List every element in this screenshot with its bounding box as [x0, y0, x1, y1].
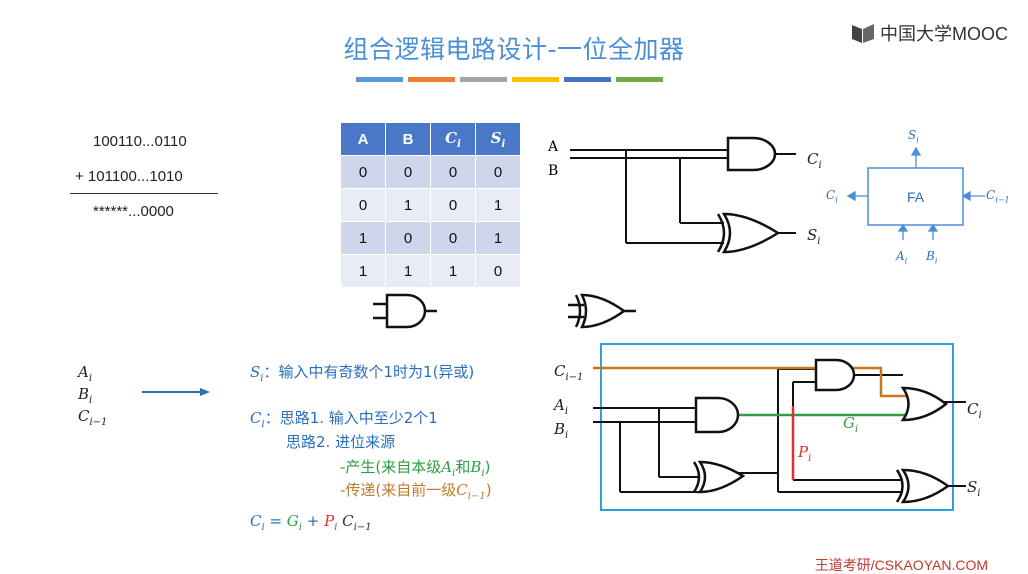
input-a-label: A	[548, 139, 559, 155]
fa-input-ci-1: Ci−1	[554, 362, 584, 383]
fa-cin-label: Ci−1	[986, 188, 1010, 205]
and-gate-1	[726, 136, 777, 172]
truth-table-header: A B Ci Si	[340, 122, 521, 156]
fa-output-ci: Ci	[967, 400, 982, 421]
color-bar	[512, 77, 559, 82]
table-cell: 0	[340, 155, 386, 189]
input-bi: Bi	[78, 385, 93, 406]
sum-rule: Si：输入中有奇数个1时为1(异或)	[250, 363, 475, 384]
and-gate-symbol	[365, 290, 440, 332]
carry-generate: -产生(来自本级Ai和Bi)	[340, 458, 491, 479]
table-cell: 0	[475, 155, 521, 189]
and-gate-gi	[694, 396, 740, 434]
table-cell: 1	[385, 188, 431, 222]
fa-a-label: Ai	[896, 249, 908, 266]
fa-s-label: Si	[908, 128, 919, 145]
header-b: B	[385, 122, 431, 156]
mooc-logo-icon	[852, 24, 874, 43]
addition-line-1: 100110...0110	[93, 133, 187, 150]
right-arrow-icon	[142, 388, 210, 396]
color-bar	[564, 77, 611, 82]
color-bar	[356, 77, 403, 82]
table-cell: 1	[475, 221, 521, 255]
table-cell: 1	[430, 254, 476, 288]
fa-cout-label: Ci	[826, 188, 838, 205]
carry-idea-2: 思路2. 进位来源	[286, 433, 396, 451]
mooc-logo-text: 中国大学MOOC	[880, 24, 1008, 44]
fa-input-bi: Bi	[554, 420, 569, 441]
fa-b-label: Bi	[926, 249, 938, 266]
carry-idea-1: Ci：思路1. 输入中至少2个1	[250, 409, 438, 430]
slide-title: 组合逻辑电路设计-一位全加器	[343, 35, 685, 64]
xor-gate-symbol	[562, 290, 640, 332]
and-gate-pc	[814, 358, 856, 392]
table-cell: 1	[385, 254, 431, 288]
table-cell: 0	[430, 188, 476, 222]
color-bar	[460, 77, 507, 82]
full-adder-circuit	[593, 343, 966, 511]
mooc-logo: 中国大学MOOC	[850, 20, 1008, 46]
carry-propagate: -传递(来自前一级Ci−1)	[340, 481, 492, 502]
fa-block-diagram	[846, 146, 985, 240]
fa-output-si: Si	[967, 478, 981, 499]
table-cell: 0	[475, 254, 521, 288]
table-cell: 1	[340, 221, 386, 255]
carry-formula: Ci = Gi + Pi Ci−1	[250, 512, 372, 533]
input-ai: Ai	[78, 363, 93, 384]
header-c: Ci	[430, 122, 476, 156]
table-cell: 1	[340, 254, 386, 288]
fa-input-ai: Ai	[554, 396, 569, 417]
carry-out-label: Ci	[807, 150, 822, 171]
footer-brand: 王道考研/CSKAOYAN.COM	[814, 557, 988, 573]
input-ci-1: Ci−1	[78, 407, 108, 428]
header-a: A	[340, 122, 386, 156]
xor-gate-si	[900, 468, 951, 504]
color-bar	[408, 77, 455, 82]
table-cell: 0	[430, 221, 476, 255]
sum-out-label: Si	[807, 226, 821, 247]
addition-result: ******...0000	[93, 203, 174, 220]
xor-gate-1	[721, 212, 781, 254]
addition-divider	[70, 193, 218, 194]
table-cell: 0	[385, 221, 431, 255]
color-bar	[616, 77, 663, 82]
xor-gate-pi	[697, 460, 746, 494]
table-cell: 1	[475, 188, 521, 222]
addition-line-2: + 101100...1010	[75, 168, 183, 185]
header-s: Si	[475, 122, 521, 156]
table-cell: 0	[340, 188, 386, 222]
table-cell: 0	[385, 155, 431, 189]
input-b-label: B	[548, 163, 558, 179]
half-adder-circuit: A B	[548, 130, 798, 262]
fa-label: FA	[906, 188, 925, 205]
fa-gi-label: Gi	[843, 414, 859, 435]
table-cell: 0	[430, 155, 476, 189]
or-gate-ci	[900, 386, 949, 422]
fa-pi-label: Pi	[798, 443, 812, 464]
